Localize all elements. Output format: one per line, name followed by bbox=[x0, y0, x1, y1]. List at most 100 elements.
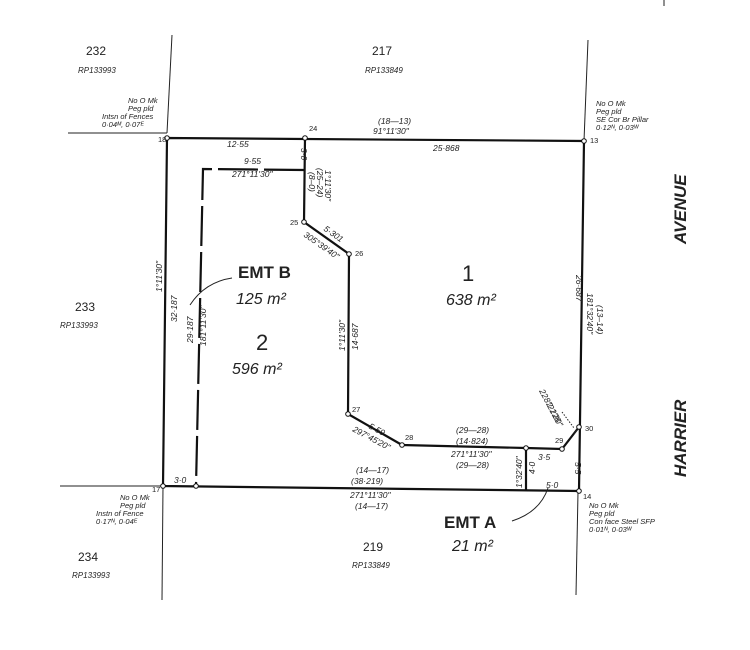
station-label-29: 29 bbox=[555, 436, 563, 445]
station-marker-25 bbox=[301, 219, 307, 225]
easement-a-vertical-bearing: 1°32'40" bbox=[514, 455, 524, 488]
corner-note-nw-line-2: Peg pld bbox=[128, 104, 154, 113]
station-marker-28 bbox=[399, 442, 405, 448]
station-label-24: 24 bbox=[309, 124, 317, 133]
lot-division-line bbox=[302, 137, 580, 451]
west-boundary-bearing: 1°11'30" bbox=[154, 260, 164, 292]
station-label-14: 14 bbox=[583, 492, 591, 501]
station-label-13: 13 bbox=[590, 136, 598, 145]
station-marker-17 bbox=[160, 483, 166, 489]
corner-note-se-line-3: Con face Steel SFP bbox=[589, 517, 655, 526]
corner-note-ne-line-3: SE Cor Br Pillar bbox=[596, 115, 649, 124]
easement-b-area: 125 m² bbox=[236, 291, 286, 308]
west-boundary-distance: 32·187 bbox=[169, 295, 179, 322]
segment-24-25-bearing: 1°11'30" bbox=[323, 170, 333, 202]
station-marker-emta bbox=[523, 445, 529, 451]
top-boundary-reference: (18—13) bbox=[378, 116, 411, 126]
corner-note-ne-line-1: No O Mk bbox=[596, 99, 627, 108]
corner-note-sw-line-3: Instn of Fence bbox=[96, 509, 144, 518]
adjoining-lot-233-plan: RP133993 bbox=[60, 321, 98, 330]
easement-a-area: 21 m² bbox=[451, 538, 494, 555]
station-marker-27 bbox=[345, 411, 351, 417]
top-boundary-right-distance: 25·868 bbox=[432, 143, 460, 153]
corner-note-ne-line-2: Peg pld bbox=[596, 107, 622, 116]
station-marker-24 bbox=[302, 135, 308, 141]
station-label-28: 28 bbox=[405, 433, 413, 442]
station-marker-13 bbox=[581, 138, 587, 144]
easement-b-leader bbox=[189, 277, 233, 306]
east-boundary-distance: 26·687 bbox=[574, 274, 584, 302]
station-marker-14 bbox=[576, 488, 582, 494]
easement-a-vertical-distance: 4·0 bbox=[527, 461, 537, 474]
corner-note-nw-line-3: Intsn of Fences bbox=[102, 112, 154, 121]
bottom-boundary-bearing: 271°11'30" bbox=[349, 490, 391, 500]
segment-26-27-distance: 14·687 bbox=[350, 323, 360, 350]
east-boundary-reference: (13–14) bbox=[595, 305, 605, 334]
station-marker-26 bbox=[346, 251, 352, 257]
segment-24-25-reference-2: (25–24) bbox=[315, 168, 325, 197]
station-label-30: 30 bbox=[585, 424, 593, 433]
bottom-boundary-distance: (38·219) bbox=[351, 476, 383, 486]
corner-note-ne-line-4: 0·12ᴺ, 0·03ᵂ bbox=[596, 123, 640, 132]
bottom-boundary-reference: (14—17) bbox=[356, 465, 389, 475]
corner-note-se-line-1: No O Mk bbox=[589, 501, 620, 510]
segment-24-25-distance: 3·0 bbox=[299, 148, 309, 161]
station-marker-29 bbox=[559, 446, 565, 452]
mid-line-distance: (14·824) bbox=[456, 436, 488, 446]
segment-29-30-distance: 2·128 bbox=[544, 399, 564, 424]
adjoining-lot-232-plan: RP133993 bbox=[78, 66, 116, 75]
easement-b-line bbox=[194, 167, 305, 487]
boundary-extension-sw-vertical bbox=[161, 485, 164, 601]
adjoining-lot-234-number: 234 bbox=[78, 550, 98, 564]
adjoining-lot-219-plan: RP133849 bbox=[352, 561, 390, 570]
street-name-harrier: HARRIER bbox=[671, 399, 690, 477]
easement-b-top-distance: 9·55 bbox=[244, 156, 261, 166]
street-name-avenue: AVENUE bbox=[671, 174, 690, 245]
mid-line-reference-2: (29—28) bbox=[456, 460, 489, 470]
boundary-extension-se-vertical bbox=[575, 491, 579, 596]
easement-a-bottom-distance: 5·0 bbox=[546, 480, 559, 490]
easement-a-leader bbox=[511, 487, 549, 522]
top-boundary-left-distance: 12·55 bbox=[227, 139, 249, 149]
mid-line-reference: (29—28) bbox=[456, 425, 489, 435]
easement-b-west-distance: 29·187 bbox=[185, 316, 195, 344]
station-label-18: 18 bbox=[158, 135, 166, 144]
lot-2-number: 2 bbox=[256, 330, 268, 355]
adjoining-lot-217-number: 217 bbox=[372, 44, 392, 58]
station-marker-emtb bbox=[193, 483, 199, 489]
easement-a-east-distance: 3·5 bbox=[538, 452, 551, 462]
station-label-25: 25 bbox=[290, 218, 298, 227]
segment-26-27-bearing: 1°11'30" bbox=[337, 319, 347, 351]
easement-b-top-bearing: 271°11'30" bbox=[231, 169, 273, 179]
easement-b-west-bearing: 181°11'30" bbox=[198, 305, 208, 346]
station-label-27: 27 bbox=[352, 405, 360, 414]
station-label-26: 26 bbox=[355, 249, 363, 258]
corner-note-sw-line-4: 0·17ᴺ, 0·04ᴱ bbox=[96, 517, 138, 526]
adjoining-lot-217-plan: RP133849 bbox=[365, 66, 403, 75]
southwest-offset-distance: 3·0 bbox=[174, 475, 187, 485]
easement-a-label: EMT A bbox=[444, 513, 496, 532]
mid-line-bearing: 271°11'30" bbox=[450, 449, 492, 459]
lot-1-area: 638 m² bbox=[446, 292, 496, 309]
station-label-17: 17 bbox=[152, 485, 160, 494]
easement-b-label: EMT B bbox=[238, 263, 291, 282]
corner-note-sw-line-2: Peg pld bbox=[120, 501, 146, 510]
segment-29-30-leader bbox=[561, 411, 575, 429]
adjoining-lot-232-number: 232 bbox=[86, 44, 106, 58]
boundary-extension-ne-vertical bbox=[583, 39, 589, 142]
station-marker-18 bbox=[164, 135, 170, 141]
bottom-boundary-reference-2: (14—17) bbox=[355, 501, 388, 511]
lot-2-area: 596 m² bbox=[232, 361, 282, 378]
adjoining-lot-234-plan: RP133993 bbox=[72, 571, 110, 580]
corner-note-sw-line-1: No O Mk bbox=[120, 493, 151, 502]
east-boundary-bearing: 181°32'40" bbox=[585, 293, 595, 335]
corner-note-se-line-4: 0·01ᴺ, 0·03ᵂ bbox=[589, 525, 633, 534]
corner-note-nw-line-1: No O Mk bbox=[128, 96, 159, 105]
corner-note-nw-line-4: 0·04ᴹ, 0·07ᴱ bbox=[102, 120, 144, 129]
east-boundary-lower-distance: 5·5 bbox=[573, 462, 583, 475]
segment-24-25-reference: (8–0) bbox=[307, 172, 317, 192]
corner-note-se-line-2: Peg pld bbox=[589, 509, 615, 518]
lot-1-number: 1 bbox=[462, 261, 474, 286]
adjoining-lot-233-number: 233 bbox=[75, 300, 95, 314]
